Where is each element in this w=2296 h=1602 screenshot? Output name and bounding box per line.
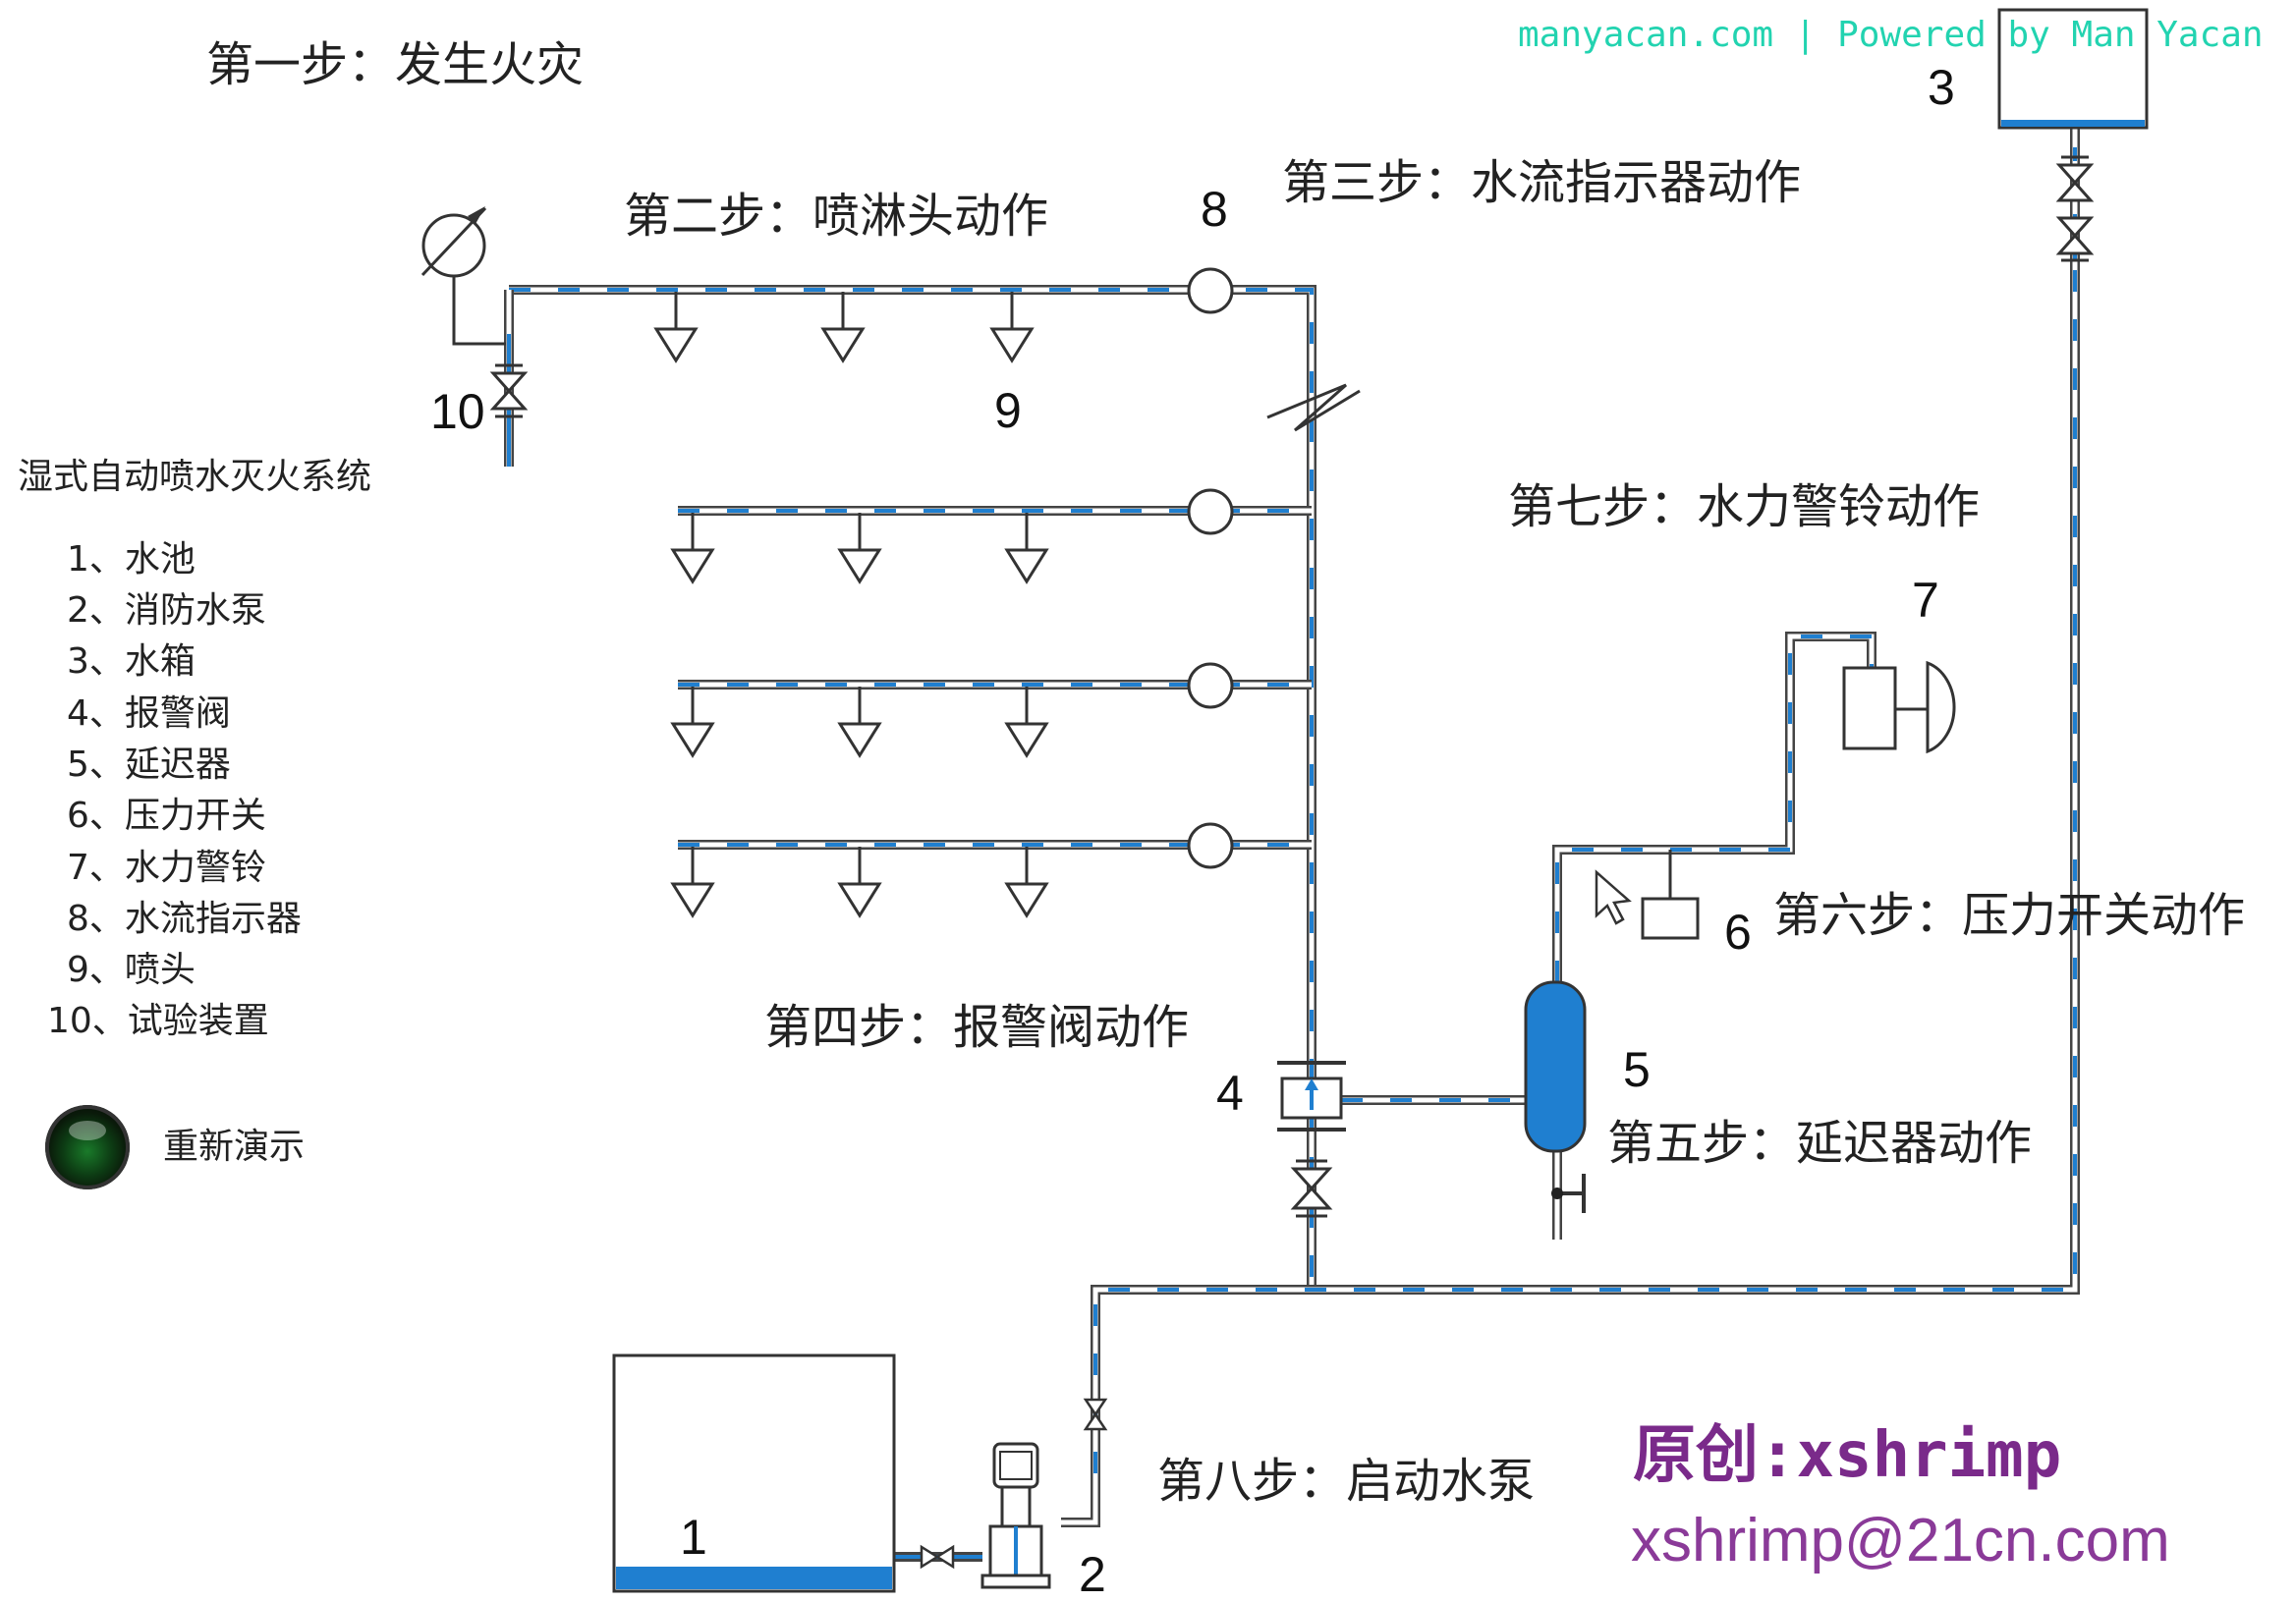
label-number-7: 7 [1912,573,1939,628]
replay-button[interactable] [45,1105,130,1189]
legend-item: 9、喷头 [67,950,196,990]
pressure-switch [1641,897,1700,940]
label-number-10: 10 [430,384,485,439]
label-number-9: 9 [994,383,1022,438]
legend-item: 8、水流指示器 [67,899,302,939]
test-device-gauge [420,206,529,418]
legend-item: 7、水力警铃 [67,848,266,888]
label-number-3: 3 [1928,60,1955,115]
step-4-label: 第四步：报警阀动作 [764,1000,1190,1055]
label-number-2: 2 [1079,1547,1106,1602]
author-email: xshrimp@21cn.com [1631,1507,2170,1574]
alarm-valve [1277,1061,1346,1218]
step-2-label: 第二步：喷淋头动作 [624,189,1049,244]
cursor-arrow-icon [1595,869,1632,925]
label-number-8: 8 [1201,182,1228,237]
site-credit: manyacan.com | Powered by Man Yacan [1518,15,2264,55]
sprinkler-heads [654,290,1048,917]
label-number-4: 4 [1216,1066,1244,1121]
label-number-6: 6 [1724,905,1752,960]
legend-title: 湿式自动喷水灭火系统 [18,457,372,497]
legend-item: 5、延迟器 [67,745,231,785]
step-7-label: 第七步：水力警铃动作 [1508,479,1981,534]
legend-item: 2、消防水泵 [67,590,266,631]
water-tank [1997,8,2149,262]
water-flow-indicators [1187,267,1234,869]
pipe-break-mark [1266,383,1361,432]
label-number-5: 5 [1623,1042,1651,1097]
step-8-label: 第八步：启动水泵 [1157,1454,1536,1509]
step-3-label: 第三步：水流指示器动作 [1282,155,1802,210]
step-5-label: 第五步：延迟器动作 [1607,1116,2033,1171]
legend-item: 3、水箱 [67,641,196,682]
fire-pump [920,1398,1108,1589]
label-number-1: 1 [680,1510,707,1565]
step-1-label: 第一步：发生火灾 [206,37,585,92]
water-motor-gong [1842,660,1956,754]
retarder-tank [1524,980,1587,1153]
step-6-label: 第六步：压力开关动作 [1773,888,2246,943]
replay-label[interactable]: 重新演示 [163,1127,306,1167]
legend-item: 1、水池 [67,539,196,580]
pipe-top-branch [509,285,1316,1292]
author-original-label: 原创:xshrimp [1633,1419,2062,1492]
legend-item: 6、压力开关 [67,796,266,836]
legend-item: 10、试验装置 [47,1001,269,1041]
legend-item: 4、报警阀 [67,693,231,734]
water-pool [612,1353,896,1593]
